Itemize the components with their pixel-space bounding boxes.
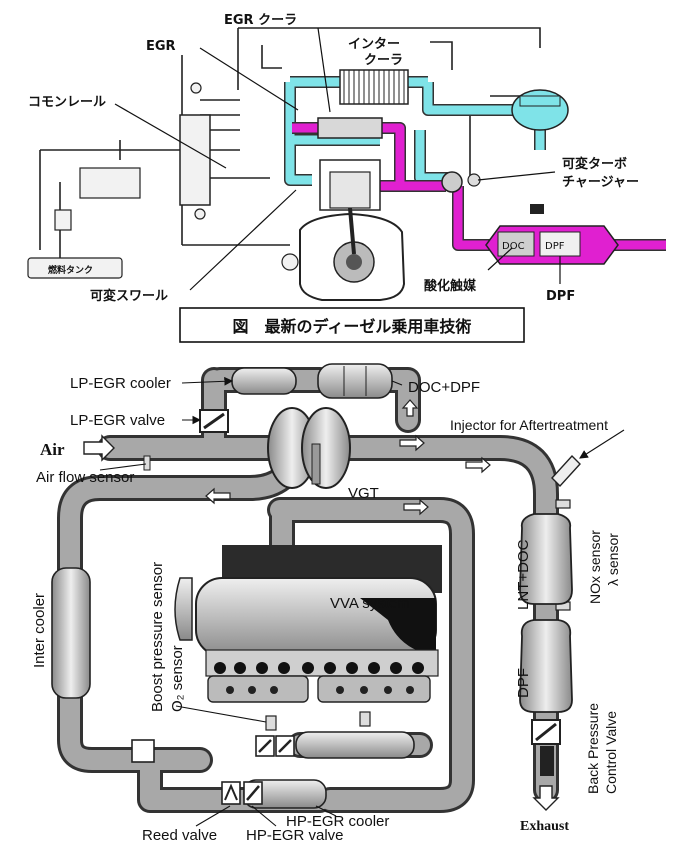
bottom-upper-valves xyxy=(255,735,295,757)
top-engine xyxy=(299,159,406,301)
label-lambda-sensor: λ sensor xyxy=(605,533,621,586)
label-reed-valve: Reed valve xyxy=(142,827,217,844)
air-inlet-arrow xyxy=(83,434,115,462)
top-air-cleaner xyxy=(511,89,569,131)
top-doc-box-label: DOC xyxy=(502,241,525,252)
label-lnt-doc: LNT+DOC xyxy=(515,539,532,610)
top-diagram: DOC DPF 燃料タンク EGR クーラ EGR インター xyxy=(27,13,666,343)
top-fuel-system xyxy=(27,82,299,279)
label-vgt: VGT xyxy=(348,485,379,502)
label-air-flow-sensor: Air flow sensor xyxy=(36,469,134,486)
label-dpf: DPF xyxy=(515,668,532,698)
top-caption-box xyxy=(179,307,525,343)
label-hp-egr-cooler: HP-EGR cooler xyxy=(286,813,389,830)
bottom-diagram: LP-EGR cooler LP-EGR valve DOC+DPF Injec… xyxy=(31,363,625,844)
label-exhaust: Exhaust xyxy=(520,819,569,834)
top-caption: 図 最新のディーゼル乗用車技術 xyxy=(233,317,472,336)
vva-dark-region xyxy=(360,598,436,656)
top-intercooler-label-2: クーラ xyxy=(364,53,403,68)
top-egr-cooler xyxy=(317,117,383,139)
bottom-doc-dpf xyxy=(317,363,393,399)
bottom-air-flow-sensor xyxy=(143,455,151,471)
top-aftertreatment: DOC DPF xyxy=(485,204,619,265)
top-intercooler xyxy=(339,69,409,105)
bottom-reed-valve xyxy=(221,781,241,805)
bottom-hp-egr-cooler-upper xyxy=(295,731,415,759)
top-variable-swirl-label: 可変スワール xyxy=(90,288,168,304)
bottom-junction-box xyxy=(131,739,155,763)
top-leader-lines xyxy=(114,27,561,291)
label-lp-egr-valve: LP-EGR valve xyxy=(70,412,165,429)
label-nox-sensor: NOx sensor xyxy=(587,530,603,604)
top-egr-cooler-label: EGR クーラ xyxy=(224,13,297,28)
label-boost-pressure-sensor: Boost pressure sensor xyxy=(149,562,166,712)
label-air: Air xyxy=(40,440,65,459)
label-inter-cooler: Inter cooler xyxy=(31,593,48,668)
top-oxidation-catalyst-label: 酸化触媒 xyxy=(424,278,477,294)
bottom-lp-egr-valve xyxy=(199,409,229,433)
bottom-hp-egr-valve xyxy=(243,781,263,805)
top-vgt-label-2: チャージャー xyxy=(562,175,639,190)
label-vva-system: VVA system xyxy=(330,595,410,612)
top-fuel-tank-label: 燃料タンク xyxy=(48,264,93,276)
bottom-leader-lines xyxy=(99,376,625,827)
bottom-aftertreatment-injector xyxy=(551,454,581,488)
bottom-lnt-doc xyxy=(519,513,573,605)
bottom-intercooler xyxy=(51,567,91,699)
top-egr-label: EGR xyxy=(146,39,176,54)
label-hp-egr-valve: HP-EGR valve xyxy=(246,827,344,844)
bottom-lp-egr-cooler xyxy=(231,367,297,395)
top-dpf-label: DPF xyxy=(546,289,575,304)
top-vgt-label-1: 可変ターボ xyxy=(562,156,627,172)
label-o2-sensor: O₂ sensor xyxy=(169,645,186,712)
top-intercooler-label-1: インター xyxy=(348,37,400,52)
exhaust-arrow xyxy=(532,785,560,811)
top-common-rail-label: コモンレール xyxy=(28,95,106,110)
label-lp-egr-cooler: LP-EGR cooler xyxy=(70,375,171,392)
bottom-engine xyxy=(174,545,442,703)
bottom-vgt xyxy=(267,407,351,489)
top-common-rail xyxy=(179,114,211,206)
label-back-pressure-1: Back Pressure xyxy=(585,703,601,794)
bottom-dpf-canister xyxy=(519,619,573,713)
label-doc-dpf: DOC+DPF xyxy=(408,379,480,396)
bottom-back-pressure-valve xyxy=(531,719,561,776)
bottom-sensors xyxy=(265,499,571,731)
top-dpf-box-label: DPF xyxy=(545,241,565,252)
label-injector-aftertreatment: Injector for Aftertreatment xyxy=(450,417,608,433)
top-turbocharger xyxy=(441,171,481,193)
label-back-pressure-2: Control Valve xyxy=(603,711,619,794)
